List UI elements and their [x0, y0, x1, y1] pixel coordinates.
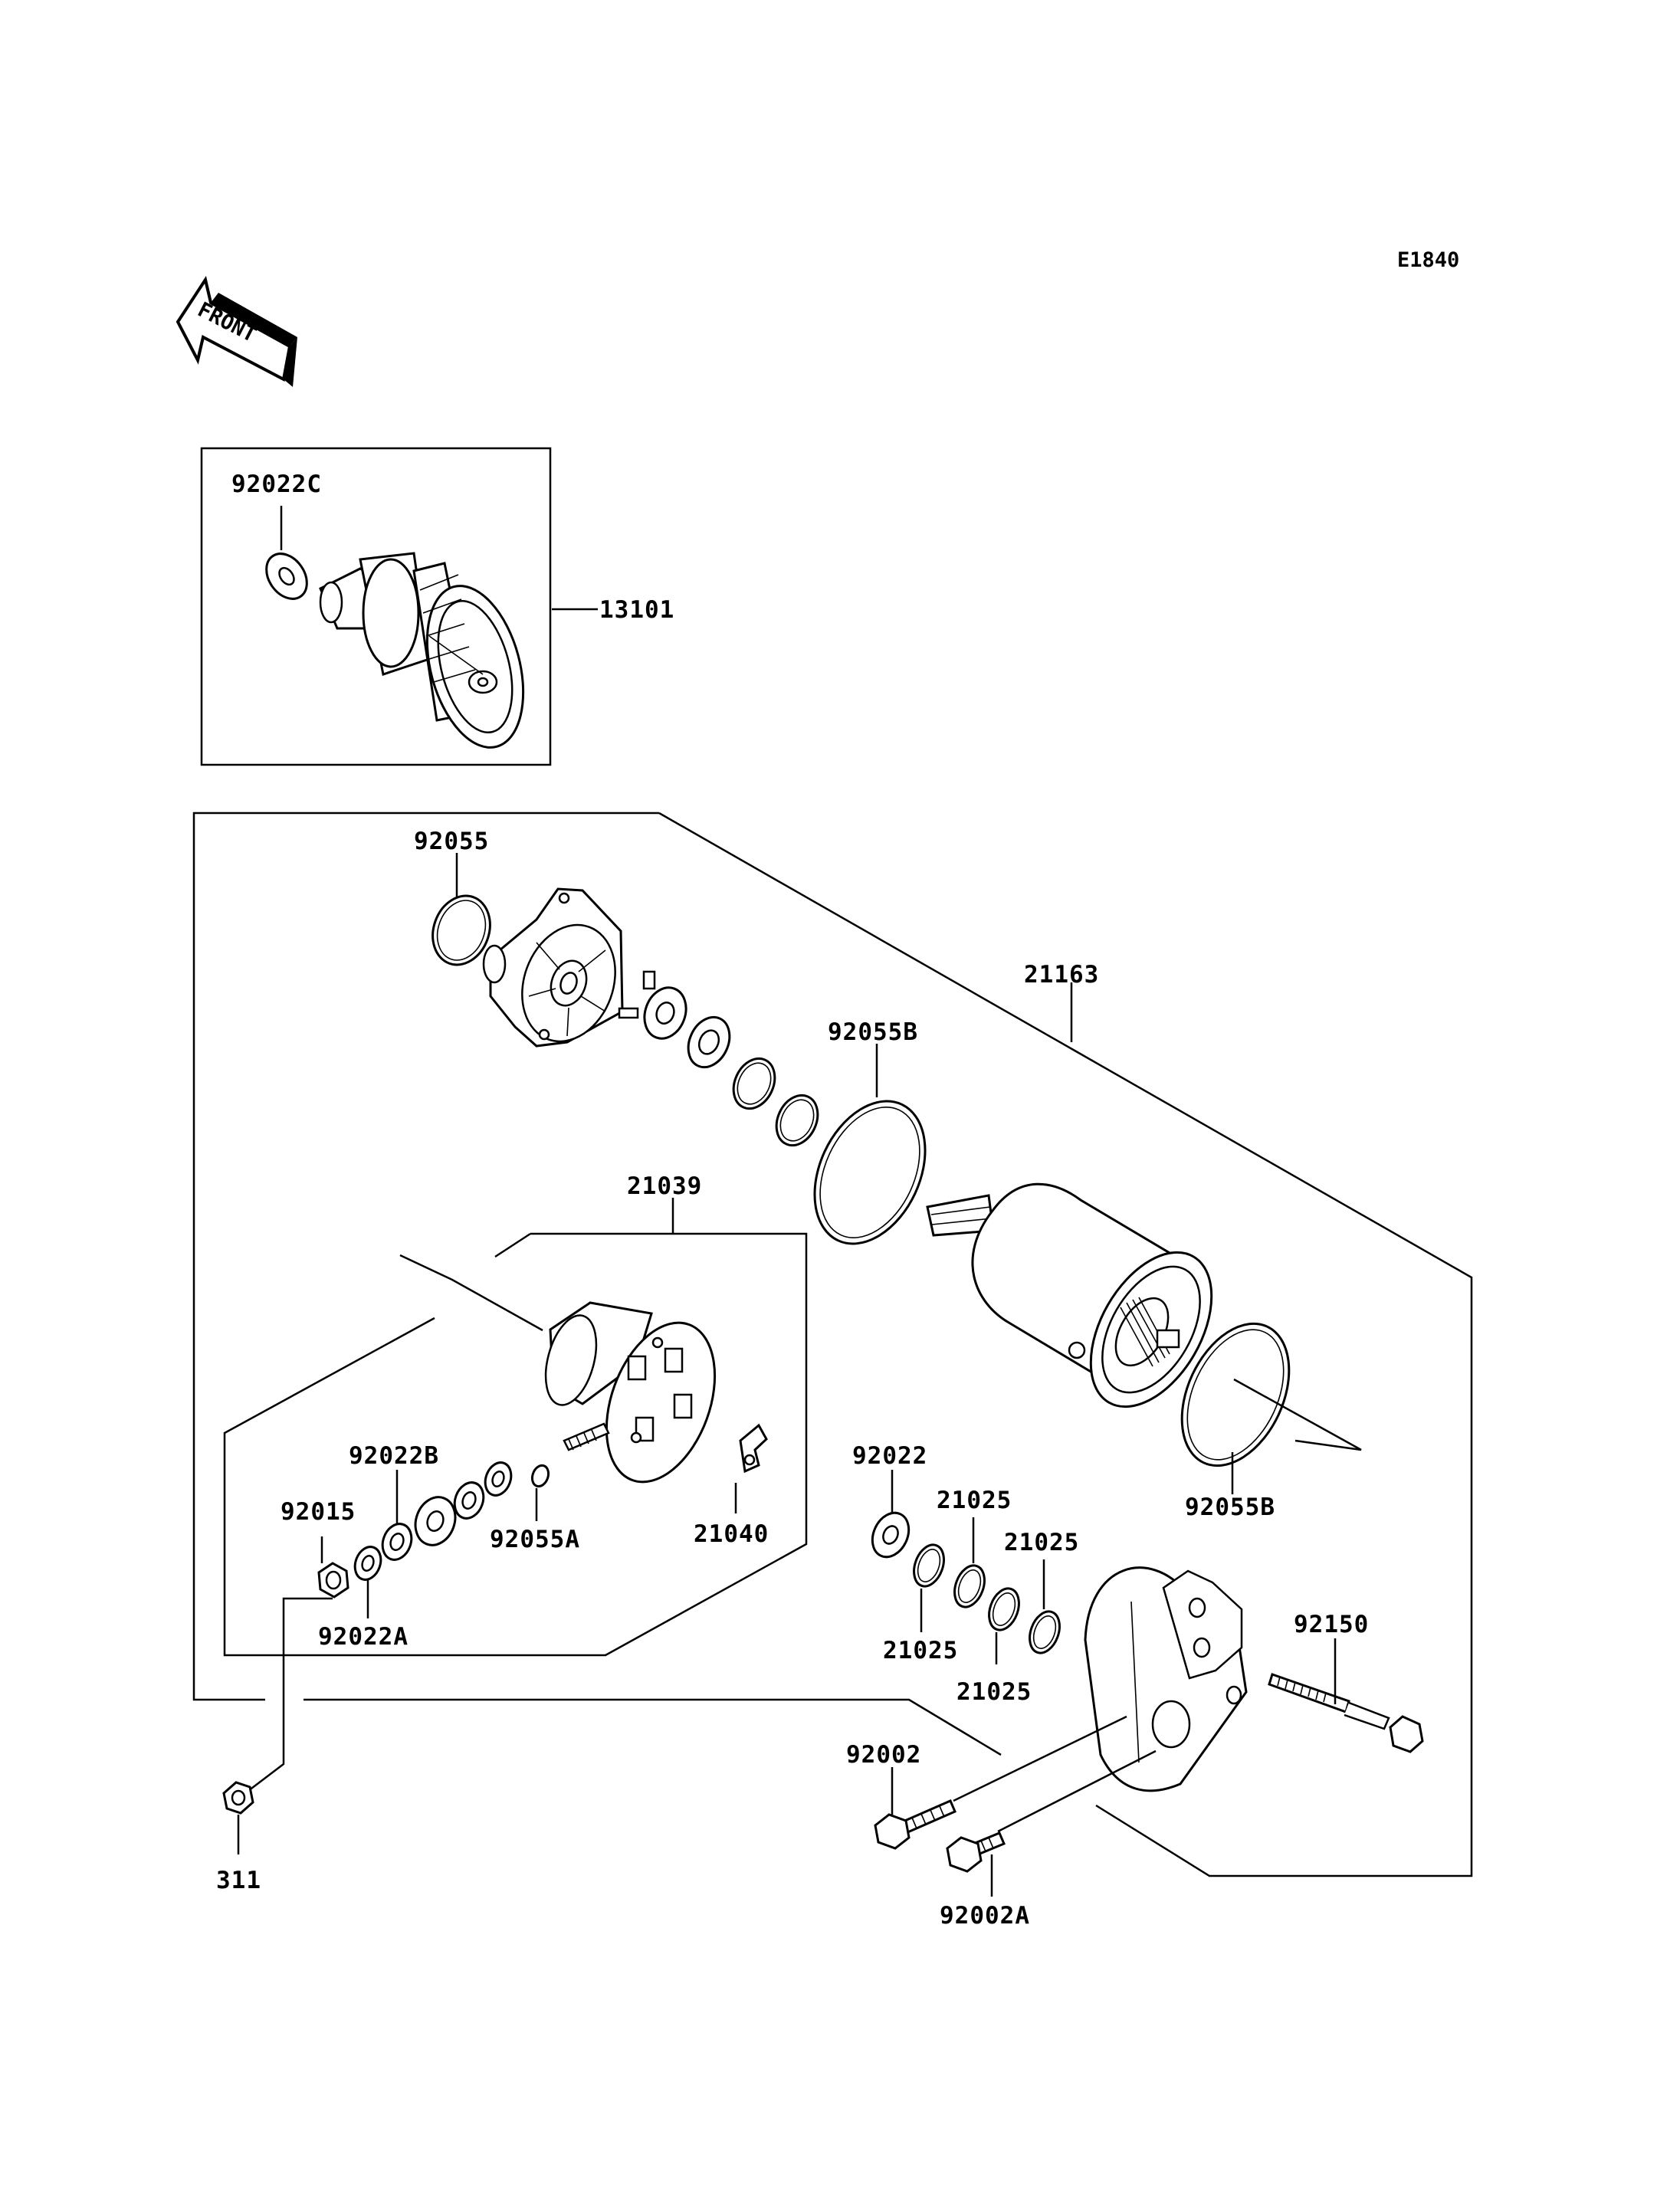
- starter-clutch-13101-drawing: [319, 552, 525, 749]
- assembly-outline-bottom: [304, 1698, 1002, 1756]
- axis-guide-right: [1233, 1378, 1362, 1451]
- label-21025-a: 21025: [937, 1487, 1012, 1514]
- front-direction-arrow: FRONT: [176, 275, 297, 387]
- washer-92022C-drawing: [265, 553, 308, 600]
- label-92002A: 92002A: [940, 1902, 1030, 1930]
- label-92022B: 92022B: [349, 1442, 439, 1470]
- nut-311-drawing: [222, 1781, 254, 1815]
- diagram-code: E1840: [1397, 248, 1459, 272]
- label-311: 311: [216, 1867, 261, 1894]
- label-92022: 92022: [852, 1442, 927, 1470]
- label-92022C: 92022C: [231, 471, 322, 498]
- label-92055A: 92055A: [490, 1526, 580, 1553]
- label-92150: 92150: [1294, 1611, 1369, 1638]
- o-ring-92055A-drawing: [530, 1464, 550, 1488]
- bolt-92150-drawing: [1268, 1673, 1424, 1753]
- guide-92002A: [997, 1749, 1157, 1833]
- brush-plate-drawing: [544, 1301, 717, 1484]
- shims-21025-drawing: [913, 1543, 1061, 1654]
- terminal-21040-drawing: [739, 1423, 768, 1474]
- label-92055B-top: 92055B: [828, 1018, 918, 1046]
- label-21163: 21163: [1024, 961, 1099, 989]
- sub-assembly-outline: [223, 1232, 808, 1657]
- label-21039: 21039: [627, 1172, 702, 1200]
- axis-guide-left: [399, 1254, 543, 1332]
- guide-92002: [953, 1715, 1127, 1802]
- washer-stack-drawing: [687, 1015, 819, 1147]
- starter-clutch-inset-box: [200, 447, 552, 766]
- o-ring-92055B-top-drawing: [813, 1100, 927, 1245]
- bolt-92002-drawing: [874, 1799, 956, 1850]
- rear-cover-drawing: [1084, 1566, 1248, 1792]
- lock-plate-drawing: [618, 970, 687, 1040]
- label-92002: 92002: [846, 1741, 921, 1769]
- o-ring-92055-drawing: [431, 894, 491, 966]
- nut-92015-drawing: [317, 1562, 349, 1599]
- label-92022A: 92022A: [318, 1623, 409, 1651]
- label-21040: 21040: [694, 1520, 769, 1548]
- label-13101: 13101: [599, 596, 674, 624]
- label-21025-b: 21025: [1004, 1529, 1079, 1556]
- sub-outline-top-left: [494, 1232, 531, 1258]
- yoke-armature-drawing: [926, 1182, 1213, 1408]
- insulator-washers-drawing: [381, 1461, 513, 1561]
- label-92055B-bottom: 92055B: [1185, 1494, 1275, 1521]
- assembly-outline-right: [658, 812, 1473, 1877]
- label-92015: 92015: [281, 1498, 356, 1526]
- leader-311-connector: [244, 1597, 333, 1794]
- washer-92022A-drawing: [353, 1546, 382, 1581]
- bolt-92002A-drawing: [946, 1831, 1006, 1873]
- assembly-outline-left: [192, 812, 659, 1701]
- label-21025-c: 21025: [883, 1637, 958, 1664]
- o-ring-92055B-bottom-drawing: [1180, 1322, 1291, 1467]
- front-cover-drawing: [482, 887, 624, 1048]
- washer-92022-drawing: [871, 1511, 911, 1559]
- label-92055: 92055: [414, 828, 489, 855]
- label-21025-d: 21025: [956, 1678, 1032, 1706]
